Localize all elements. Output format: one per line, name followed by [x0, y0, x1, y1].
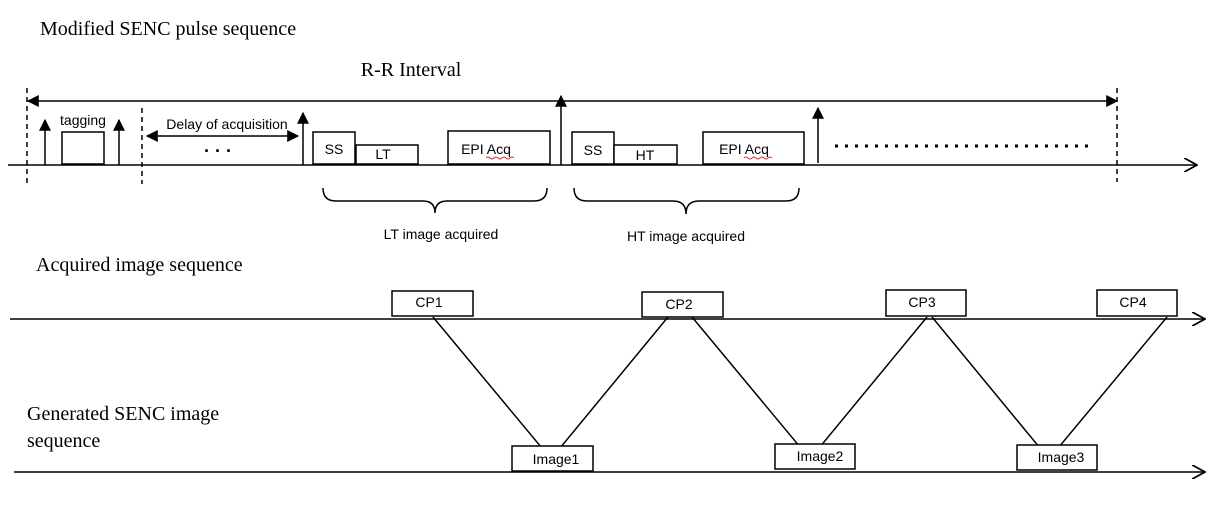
cp-label-2: CP2 — [665, 296, 692, 312]
ss-block-1 — [312, 131, 356, 165]
cp-box-1 — [391, 290, 474, 317]
rr-interval-label: R-R Interval — [361, 59, 462, 81]
lt-block — [355, 144, 419, 165]
acquired-sequence-title: Acquired image sequence — [36, 254, 243, 276]
generated-sequence-title-line1: Generated SENC image — [27, 403, 219, 425]
image-box-3 — [1016, 444, 1098, 471]
ss-label-2: SS — [584, 142, 603, 158]
generated-sequence-title-line2: sequence — [27, 430, 100, 452]
v-connector-3 — [931, 316, 1168, 461]
pulse-sequence-title: Modified SENC pulse sequence — [40, 18, 296, 40]
cp-box-3 — [885, 289, 967, 317]
image-label-3: Image3 — [1038, 449, 1085, 465]
delay-ellipsis: · · · — [204, 141, 232, 161]
v-connector-1 — [432, 316, 669, 461]
ss-label-1: SS — [325, 141, 344, 157]
lt-brace — [322, 187, 548, 214]
spellcheck-underline-1 — [485, 156, 515, 160]
cp-label-3: CP3 — [908, 294, 935, 310]
v-connector-2 — [691, 316, 928, 461]
spellcheck-underline-2 — [743, 156, 773, 160]
image-box-1 — [511, 445, 594, 472]
ht-label: HT — [636, 147, 655, 163]
lt-label: LT — [375, 146, 391, 162]
delay-label: Delay of acquisition — [166, 116, 287, 132]
epi-acq-label-1: EPI Acq — [461, 141, 511, 157]
image-box-2 — [774, 443, 856, 470]
ht-acquired-label: HT image acquired — [627, 228, 745, 244]
cp-label-4: CP4 — [1119, 294, 1146, 310]
cp-box-2 — [641, 291, 724, 318]
cp-label-1: CP1 — [415, 294, 442, 310]
epi-acq-block-2 — [702, 131, 805, 165]
epi-acq-label-2: EPI Acq — [719, 141, 769, 157]
ss-block-2 — [571, 131, 615, 165]
tagging-label: tagging — [60, 112, 106, 128]
cp-box-4 — [1096, 289, 1178, 317]
image-label-2: Image2 — [797, 448, 844, 464]
ht-brace — [573, 187, 800, 215]
lt-acquired-label: LT image acquired — [384, 226, 499, 242]
ht-block — [613, 144, 678, 165]
tagging-block — [61, 131, 105, 165]
image-label-1: Image1 — [533, 451, 580, 467]
